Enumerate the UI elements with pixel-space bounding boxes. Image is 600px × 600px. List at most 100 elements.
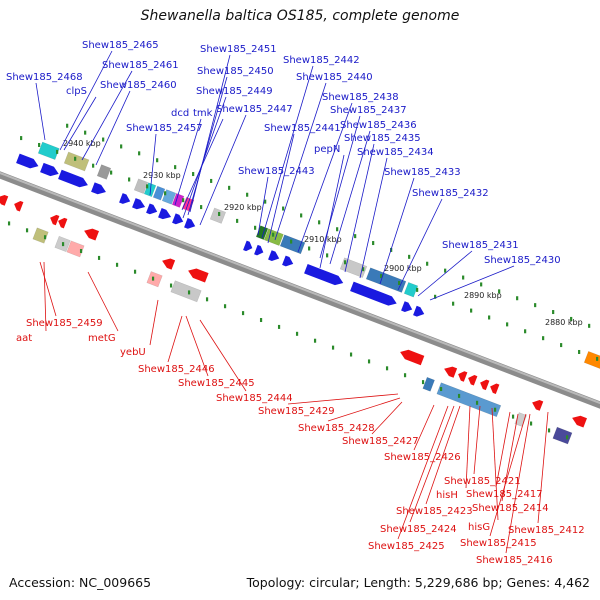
forward-feature-box-shape [279, 234, 306, 255]
reverse-gene-arrow-shape [14, 201, 24, 212]
reverse-leader-line [505, 413, 531, 554]
forward-leader-line [329, 130, 371, 265]
reverse-leader-line [327, 397, 401, 422]
tick-dot [336, 227, 339, 232]
reverse-gene-arrow-shape [444, 366, 458, 378]
forward-gene-arrow-shape [254, 244, 264, 256]
tick-dots [7, 123, 599, 440]
forward-leader-line [267, 133, 295, 244]
tick-dot [79, 249, 83, 254]
forward-gene-arrow-shape [401, 301, 413, 312]
tick-dot [218, 211, 221, 216]
tick-dot [331, 345, 335, 350]
forward-feature-box-shape [37, 141, 60, 160]
reverse-gene-arrow [50, 214, 60, 226]
reverse-gene-label: Shew185_2416 [476, 555, 553, 566]
forward-gene-arrow [158, 208, 172, 220]
reverse-gene-arrow [490, 383, 500, 394]
forward-feature-box-shape [152, 185, 166, 201]
scale-label: 2910 kbp [304, 235, 342, 244]
forward-gene-label: Shew185_2451 [200, 44, 277, 55]
forward-leader-line [189, 54, 231, 213]
reverse-gene-arrow [84, 228, 99, 241]
tick-dot [146, 184, 149, 189]
tick-dot [169, 283, 173, 288]
reverse-gene-label: Shew185_2417 [466, 489, 543, 500]
reverse-leader-line [495, 411, 511, 488]
tick-dot [223, 304, 227, 309]
tick-dot [20, 136, 23, 141]
tick-dot [210, 178, 213, 183]
forward-gene-arrow-shape [184, 218, 196, 229]
tick-dot [318, 220, 321, 225]
reverse-gene-arrow-shape [458, 371, 468, 382]
reverse-leader-line [371, 401, 403, 435]
reverse-gene-label: Shew185_2428 [298, 423, 375, 434]
reverse-gene-label: Shew185_2426 [384, 452, 461, 463]
reverse-gene-arrow [480, 379, 490, 391]
forward-feature-box [133, 178, 149, 194]
reverse-feature-box [422, 376, 435, 392]
forward-gene-label: Shew185_2468 [6, 72, 83, 83]
reverse-gene-arrow [58, 217, 68, 229]
tick-dot [313, 338, 317, 343]
tick-dot [570, 316, 573, 321]
reverse-gene-label: Shew185_2421 [444, 476, 521, 487]
reverse-gene-arrow-shape [50, 214, 60, 226]
forward-feature-box-shape [96, 164, 112, 180]
reverse-gene-label: hisG [468, 522, 490, 533]
accession-text: Accession: NC_009665 [9, 575, 152, 590]
forward-gene-arrow-shape [413, 305, 425, 317]
forward-gene-arrow [254, 244, 264, 256]
forward-gene-arrow [282, 255, 294, 267]
forward-leader-line [429, 265, 515, 301]
scale-label: 2900 kbp [384, 264, 422, 273]
forward-gene-label: Shew185_2447 [216, 104, 293, 115]
tick-dot [398, 280, 401, 285]
tick-dot [470, 308, 473, 313]
forward-gene-arrow [268, 250, 280, 261]
tick-dot [516, 296, 519, 301]
tick-dot [200, 205, 203, 210]
tick-dot [128, 177, 131, 182]
forward-gene-label: Shew185_2438 [322, 92, 399, 103]
tick-dot [588, 323, 591, 328]
reverse-feature-box-shape [552, 426, 573, 445]
tick-dot [372, 241, 375, 246]
tick-dot [547, 428, 551, 433]
forward-leader-line [274, 82, 327, 241]
genome-summary-text: Topology: circular; Length: 5,229,686 bp… [246, 575, 590, 590]
forward-leader-line [149, 133, 157, 196]
reverse-leader-line [491, 407, 499, 521]
forward-feature-box-shape [365, 267, 407, 293]
forward-leader-line [187, 76, 228, 216]
forward-gene-arrow-shape [91, 182, 106, 195]
forward-gene-arrow-shape [172, 213, 184, 225]
tick-dot [462, 275, 465, 280]
page-title: Shewanella baltica OS185, complete genom… [140, 8, 460, 24]
forward-leader-line [417, 250, 473, 297]
forward-gene-arrow [119, 193, 131, 204]
scale-label: 2880 kbp [545, 318, 583, 327]
forward-gene-arrow [401, 301, 413, 312]
reverse-gene-arrow-shape [58, 217, 68, 229]
tick-dot [344, 260, 347, 265]
reverse-leader-line [397, 405, 449, 540]
scale-label: 2920 kbp [224, 203, 262, 212]
tick-dot [385, 366, 389, 371]
tick-dot [362, 267, 365, 272]
reverse-gene-arrow-shape [532, 400, 544, 411]
tick-dot [534, 303, 537, 308]
tick-dot [444, 268, 447, 273]
tick-dot [498, 289, 501, 294]
forward-gene-arrow [350, 281, 397, 306]
forward-leader-line [319, 154, 345, 269]
forward-gene-label: Shew185_2430 [484, 255, 561, 266]
genome-axis-highlight [0, 171, 600, 405]
genome-axis-line [0, 171, 600, 409]
tick-dot [192, 172, 195, 177]
forward-gene-arrow-shape [350, 281, 397, 306]
tick-dot [151, 276, 155, 281]
forward-feature-box-shape [403, 281, 419, 298]
